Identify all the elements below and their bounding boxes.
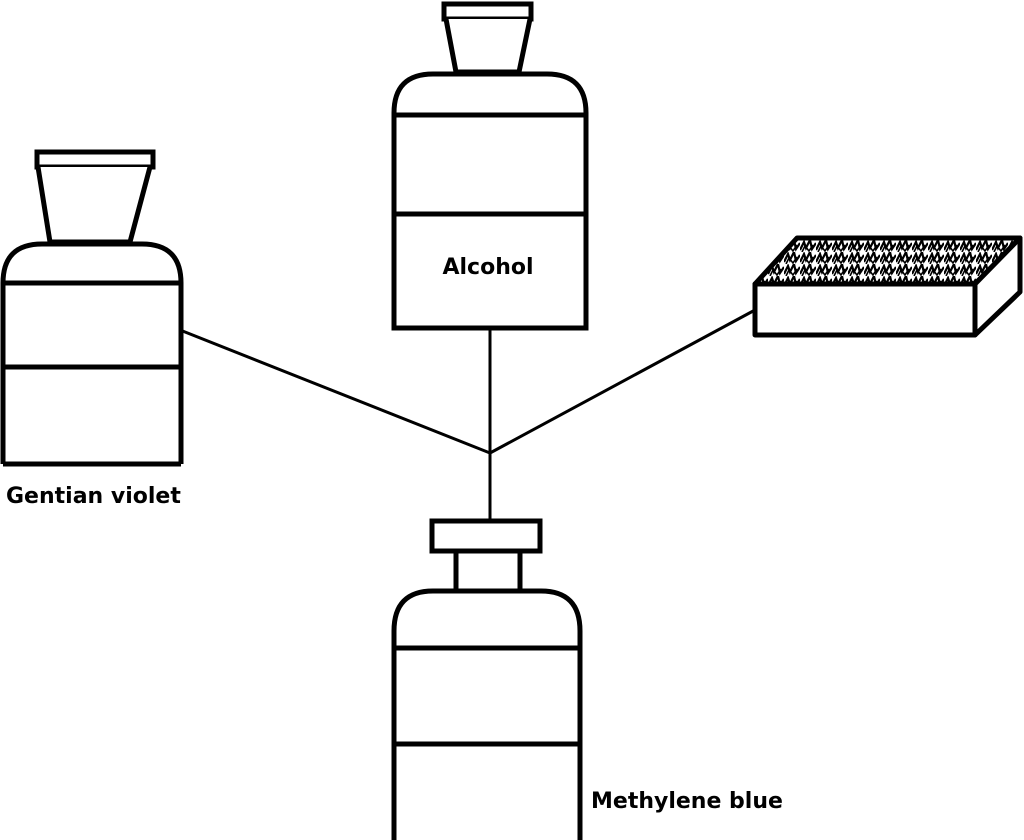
gentian-violet-body — [0, 241, 184, 464]
alcohol-bottle — [391, 1, 589, 331]
alcohol-label: Alcohol — [442, 255, 533, 280]
methylene-blue-label: Methylene blue — [591, 789, 783, 814]
alcohol-body — [391, 71, 589, 331]
line-tray — [489, 308, 756, 455]
tray-front-face — [752, 281, 978, 338]
gentian-violet-neck — [35, 166, 153, 245]
line-gentian-violet — [179, 328, 491, 455]
alcohol-cap — [441, 1, 534, 22]
methylene-blue-bottle — [391, 518, 583, 840]
gentian-violet-cap — [34, 149, 156, 170]
methylene-blue-body — [391, 588, 583, 840]
alcohol-neck — [443, 18, 533, 75]
methylene-blue-neck — [453, 548, 523, 594]
tray-side-face — [972, 235, 1023, 338]
gentian-violet-bottle — [0, 149, 184, 467]
connector-lines — [179, 308, 756, 522]
methylene-blue-cap — [429, 518, 543, 554]
gentian-violet-label: Gentian violet — [6, 484, 181, 509]
tray — [752, 235, 1023, 338]
